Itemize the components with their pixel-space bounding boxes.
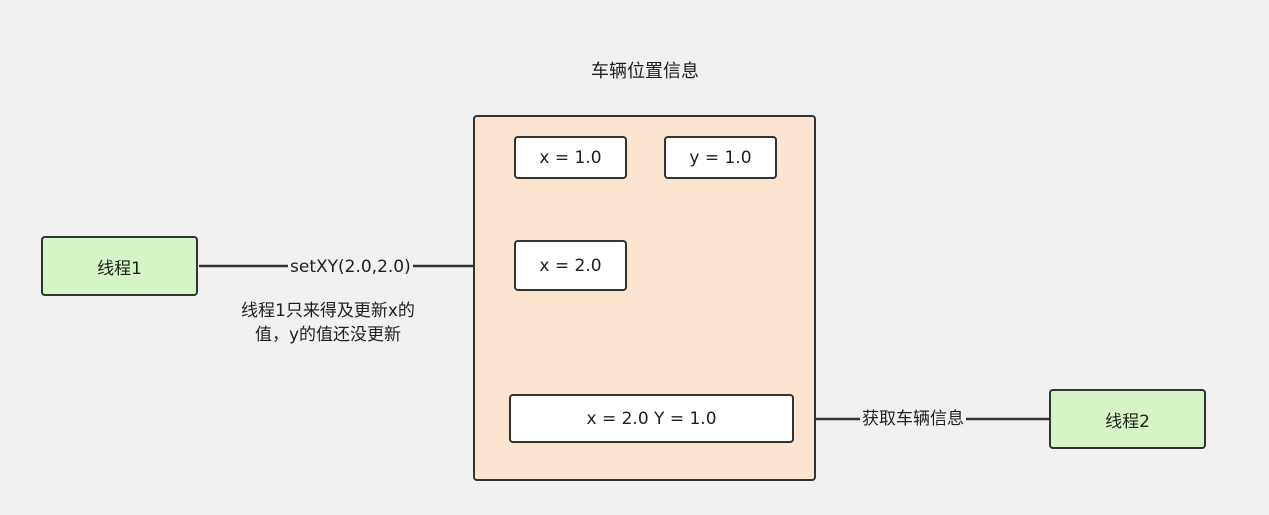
node-x-initial[interactable]: x = 1.0 [514,136,627,179]
edge-label-get-info: 获取车辆信息 [860,408,966,430]
diagram-title: 车辆位置信息 [591,61,699,82]
node-thread1[interactable]: 线程1 [41,236,198,296]
node-thread2[interactable]: 线程2 [1049,389,1206,449]
node-result[interactable]: x = 2.0 Y = 1.0 [509,394,794,443]
node-x-updated[interactable]: x = 2.0 [514,240,627,291]
node-y-initial[interactable]: y = 1.0 [664,136,777,179]
thread1-note-line2: 值，y的值还没更新 [254,325,402,345]
thread1-note: 线程1只来得及更新x的 值，y的值还没更新 [200,299,456,347]
thread1-note-line1: 线程1只来得及更新x的 [241,301,415,321]
edge-label-setxy: setXY(2.0,2.0) [288,256,413,278]
